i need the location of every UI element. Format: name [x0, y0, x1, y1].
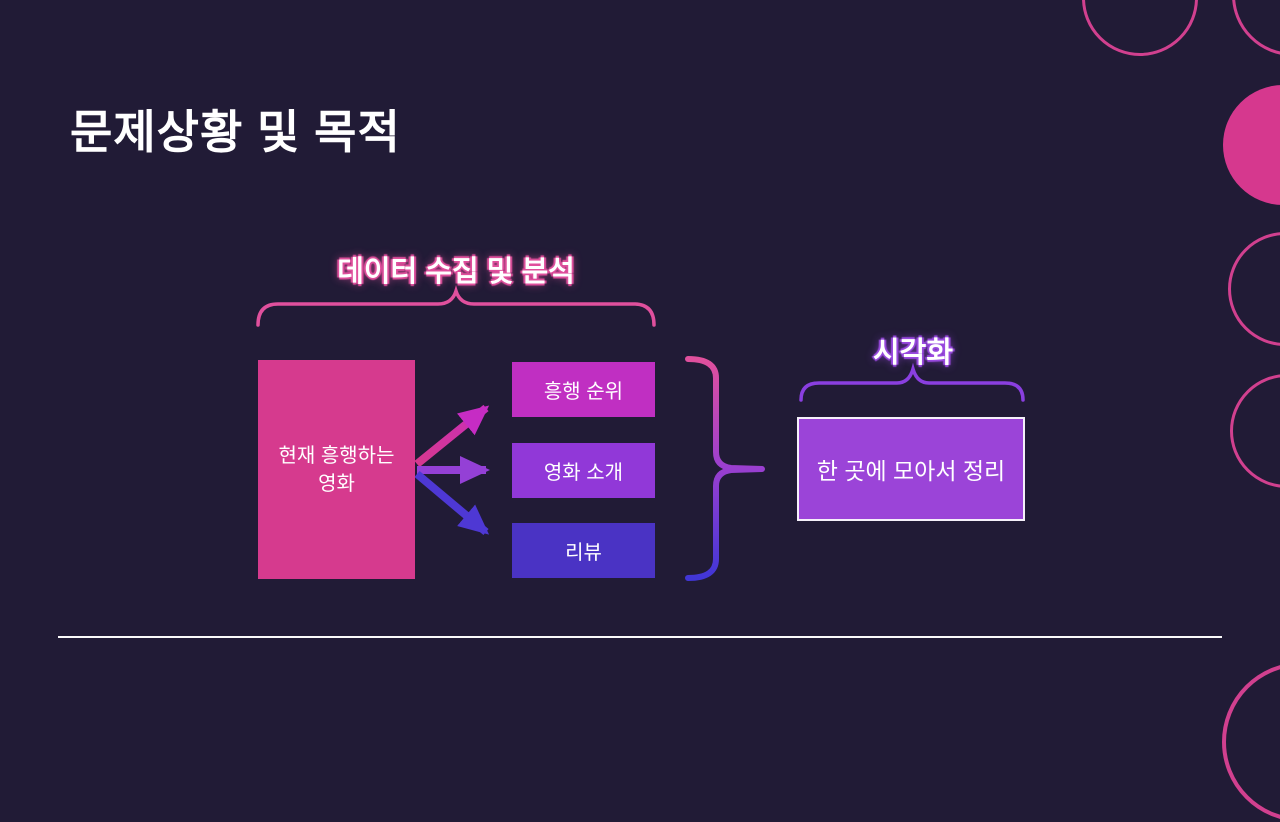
target-box-intro: 영화 소개 [512, 443, 655, 498]
decor-circle-outline-right-upper [1228, 232, 1280, 346]
merge-brace [685, 356, 765, 581]
result-box: 한 곳에 모아서 정리 [797, 417, 1025, 521]
collect-group-label: 데이터 수집 및 분석 [337, 256, 575, 288]
page-title: 문제상황 및 목적 [70, 106, 401, 158]
decor-circle-outline-right-lower [1230, 374, 1280, 488]
visualize-group-label: 시각화 [872, 337, 954, 369]
target-box-review: 리뷰 [512, 523, 655, 578]
decor-circle-filled-right [1223, 85, 1280, 205]
arrow-to-review [414, 470, 490, 536]
decor-circle-outline-top-left [1082, 0, 1198, 56]
footer-divider [58, 636, 1222, 638]
decor-circle-outline-top-right [1232, 0, 1280, 56]
decor-circle-outline-bottom-right [1222, 662, 1280, 822]
source-box: 현재 흥행하는 영화 [258, 360, 415, 579]
target-box-ranking: 흥행 순위 [512, 362, 655, 417]
visualize-group-brace [799, 362, 1025, 402]
slide-canvas: { "slide": { "title": "문제상황 및 목적", "back… [58, 0, 1280, 822]
arrow-to-ranking [414, 404, 490, 468]
collect-group-brace [256, 285, 656, 327]
